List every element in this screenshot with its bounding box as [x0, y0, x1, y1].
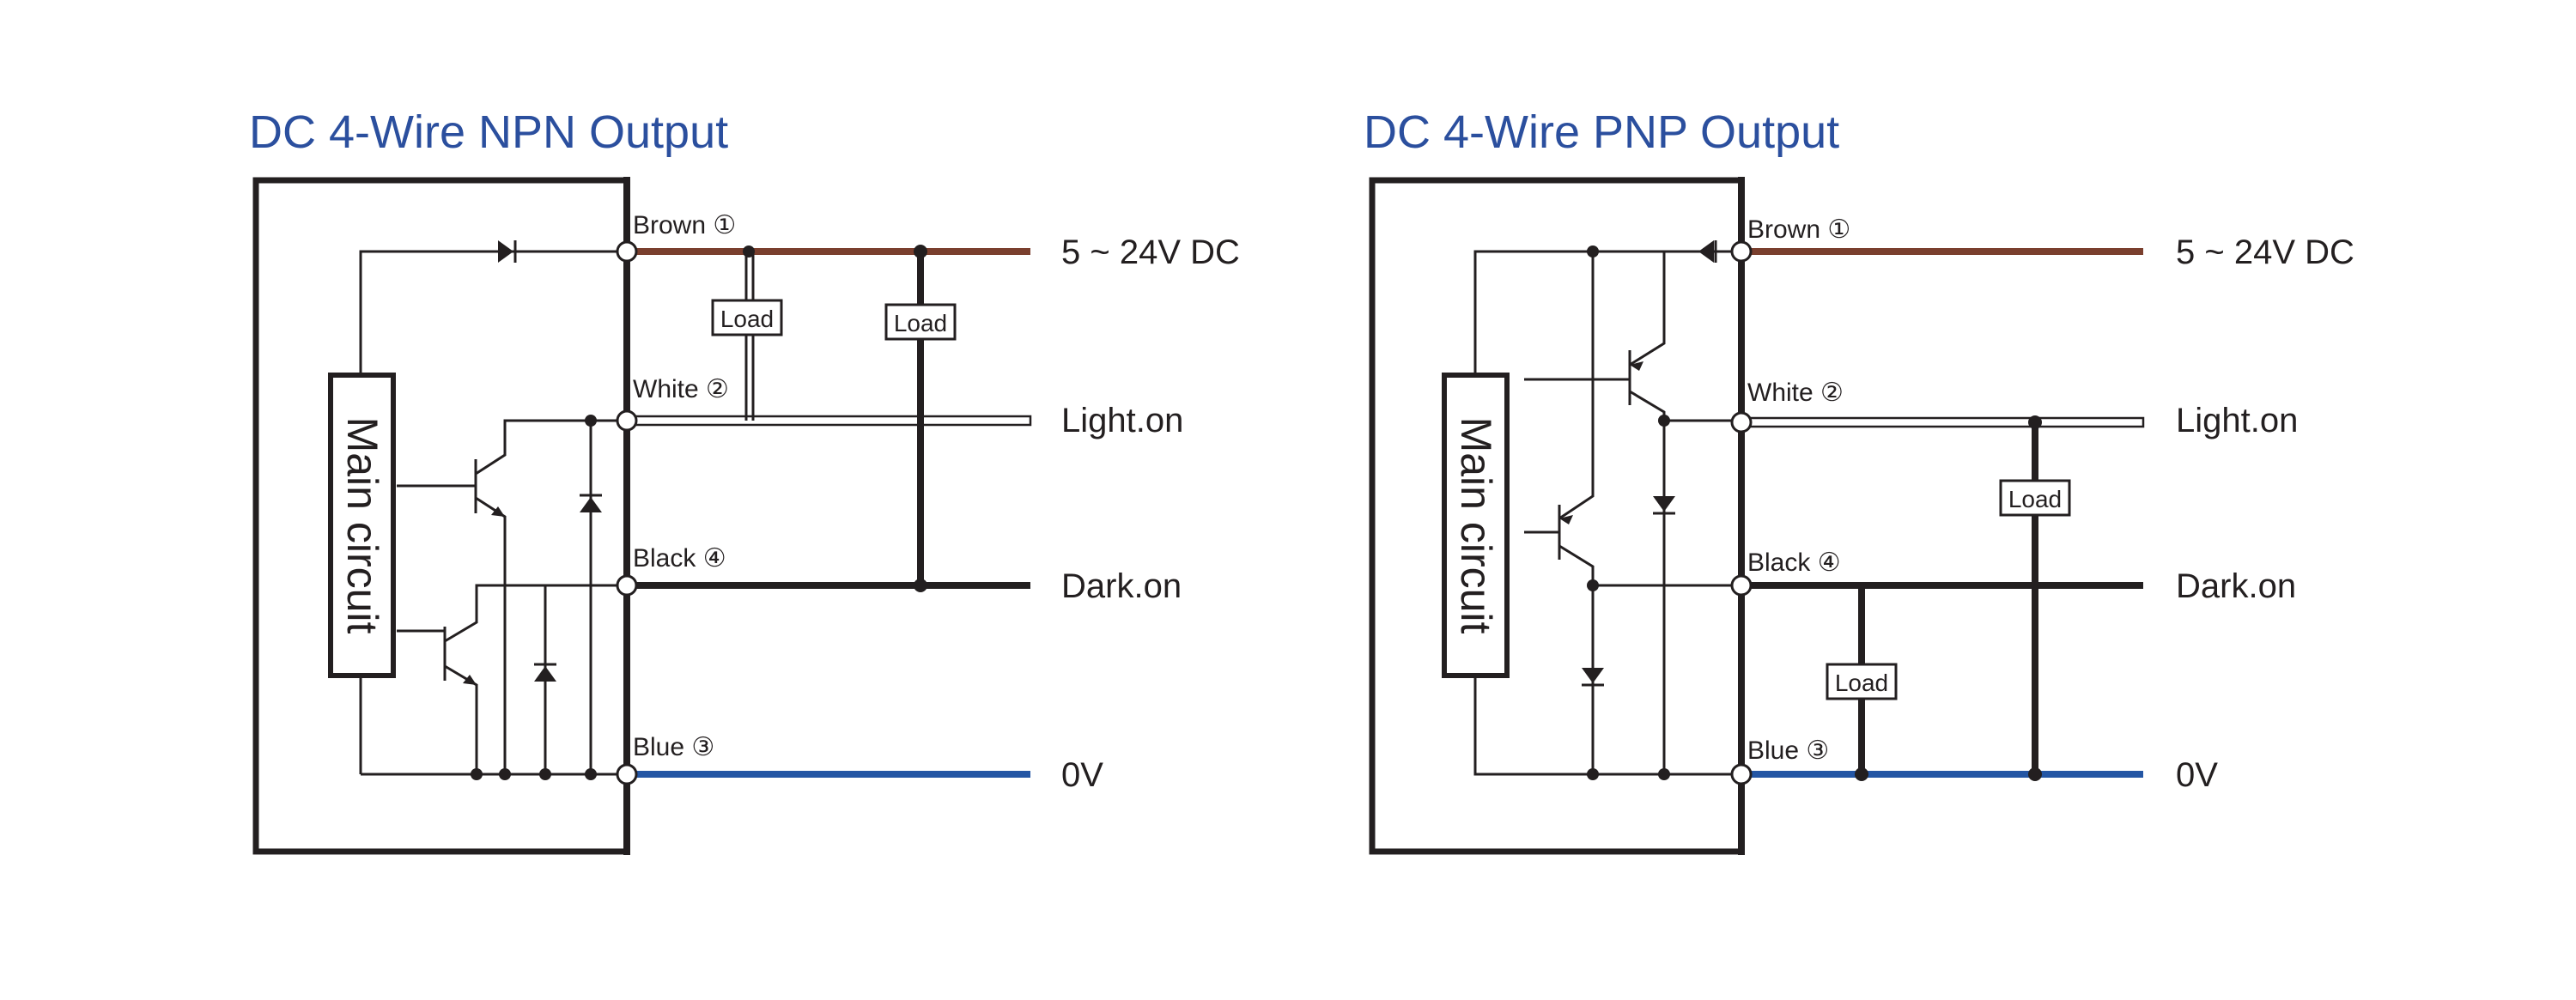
npn-transistor1-emitter-arrow-icon [491, 506, 505, 517]
npn-sensor-housing [252, 177, 627, 855]
pnp-transistor1-emitter-arrow-icon [1630, 361, 1643, 371]
pnp-diode2-icon [1582, 668, 1604, 683]
npn-white-wire [625, 415, 1032, 427]
npn-load2-label: Load [894, 310, 947, 336]
npn-terminal-brown [616, 240, 638, 263]
npn-supply-label: 5 ~ 24V DC [1061, 233, 1240, 271]
pnp-light-on-label: Light.on [2176, 402, 2298, 439]
pnp-load2-label: Load [1835, 670, 1888, 696]
pnp-internal-circuit [1473, 240, 1741, 780]
npn-reverse-diode-icon [498, 240, 513, 263]
pnp-white-label: White ② [1747, 379, 1844, 407]
npn-terminal-blue [616, 763, 638, 785]
pnp-main-circuit-label: Main circuit [1452, 417, 1500, 634]
pnp-load1-label: Load [2008, 486, 2062, 512]
npn-diagram: DC 4-Wire NPN Output Load Load [249, 106, 1240, 855]
pnp-terminal-white [1730, 411, 1753, 433]
pnp-load1: Load [1999, 415, 2071, 781]
pnp-brown-label: Brown ① [1747, 215, 1850, 244]
pnp-supply-label: 5 ~ 24V DC [2176, 233, 2354, 271]
pnp-terminal-black [1730, 574, 1753, 597]
pnp-terminal-blue [1730, 763, 1753, 785]
pnp-white-wire [1740, 416, 2145, 428]
npn-black-label: Black ④ [633, 544, 726, 573]
npn-diode1-icon [580, 497, 602, 512]
pnp-title: DC 4-Wire PNP Output [1364, 106, 1839, 158]
npn-main-circuit-block [328, 373, 396, 678]
npn-transistor2-emitter-arrow-icon [463, 675, 477, 685]
pnp-diode1-icon [1653, 496, 1675, 512]
npn-blue-label: Blue ③ [633, 733, 714, 761]
npn-brown-label: Brown ① [633, 211, 736, 239]
npn-white-label: White ② [633, 375, 729, 403]
npn-diode2-icon [534, 666, 556, 682]
pnp-main-circuit-block [1442, 373, 1510, 678]
npn-load1-label: Load [720, 306, 774, 332]
npn-0v-label: 0V [1061, 756, 1103, 794]
pnp-dark-on-label: Dark.on [2176, 567, 2296, 605]
npn-title: DC 4-Wire NPN Output [249, 106, 728, 158]
npn-light-on-label: Light.on [1061, 402, 1183, 439]
pnp-black-label: Black ④ [1747, 548, 1841, 577]
pnp-transistor2-emitter-arrow-icon [1559, 515, 1573, 524]
npn-dark-on-label: Dark.on [1061, 567, 1182, 605]
npn-load1: Load [711, 245, 783, 421]
pnp-diagram: DC 4-Wire PNP Output Load Load [1364, 106, 2354, 855]
pnp-0v-label: 0V [2176, 756, 2218, 794]
pnp-sensor-housing [1369, 177, 1741, 855]
pnp-blue-label: Blue ③ [1747, 736, 1829, 765]
npn-main-circuit-label: Main circuit [338, 417, 386, 634]
npn-internal-circuit [359, 240, 627, 780]
pnp-load2: Load [1826, 585, 1898, 781]
pnp-terminal-brown [1730, 240, 1753, 263]
pnp-reverse-diode-icon [1698, 240, 1714, 263]
npn-terminal-black [616, 574, 638, 597]
npn-terminal-white [616, 409, 638, 432]
npn-load2: Load [884, 245, 957, 592]
